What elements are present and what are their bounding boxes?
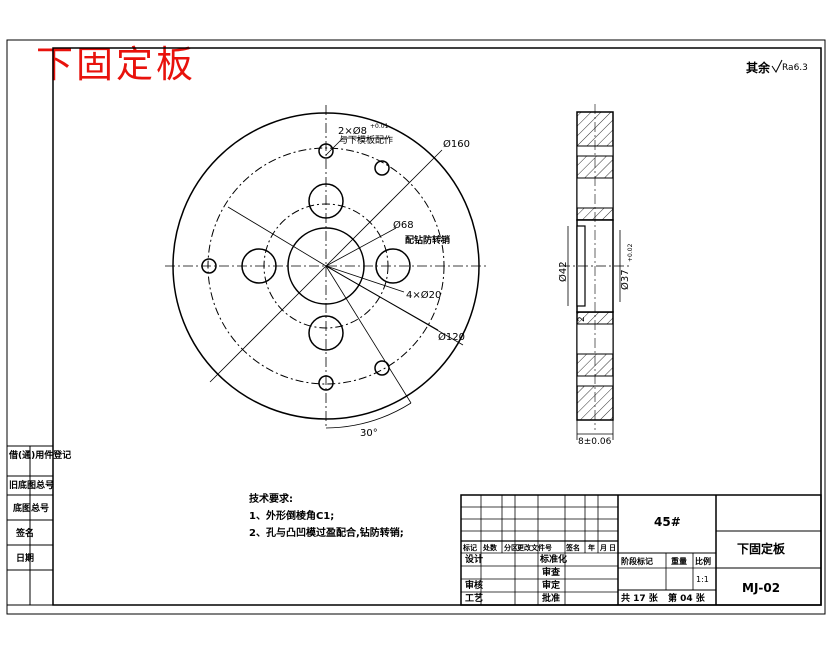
tb-sheets: 共 17 张 <box>621 592 659 604</box>
tech-title: 技术要求: <box>249 492 293 505</box>
dim-dia68: Ø68 <box>393 219 414 231</box>
tb-header-3: 更改文件号 <box>517 543 552 552</box>
side-stamp-column <box>6 445 54 606</box>
dim-dia42: Ø42 <box>557 261 569 282</box>
dim-thickness: 8±0.06 <box>578 437 612 447</box>
dim-dia120: Ø120 <box>438 331 465 343</box>
angle-arc <box>325 402 412 429</box>
dim-dia37-tol: +0.02 <box>627 243 634 262</box>
dim-dia37: Ø37 <box>619 269 631 290</box>
title-block <box>460 494 822 606</box>
hole-note-line2: 与下模板配作 <box>339 134 393 146</box>
roughness-note: 其余 <box>746 60 771 75</box>
leader-pinhole <box>325 137 344 156</box>
tb-row-process: 工艺 <box>465 592 483 604</box>
tb-scale-label: 比例 <box>695 556 711 566</box>
front-view <box>165 105 488 429</box>
side-label-3: 签名 <box>15 527 34 539</box>
tb-header-5: 年 <box>588 543 595 552</box>
tb-header-7: 日 <box>609 544 616 552</box>
leader-dia68 <box>325 227 397 267</box>
pin-hole-upper-right <box>374 160 390 176</box>
dim-dia160: Ø160 <box>443 138 470 150</box>
tb-header-4: 签名 <box>565 543 580 552</box>
tb-part-name: 下固定板 <box>737 541 786 556</box>
hole-note-line1: 2×Ø8 <box>338 125 367 137</box>
tb-scale: 1:1 <box>696 575 709 584</box>
pin-hole-lower-right <box>374 360 390 376</box>
roughness-symbol-icon <box>771 59 783 73</box>
tb-row-review: 审核 <box>465 579 483 591</box>
side-label-2: 底图总号 <box>13 502 49 514</box>
pin-note: 配钻防转销 <box>405 234 450 246</box>
tb-header-1: 处数 <box>482 543 498 552</box>
tb-header-6: 月 <box>599 544 607 552</box>
tb-material: 45# <box>654 515 681 529</box>
leader-dia20 <box>325 265 405 293</box>
tb-row-design: 设计 <box>465 553 483 565</box>
leader-upper-left <box>227 206 327 267</box>
tb-header-2: 分区 <box>504 543 518 552</box>
outer-frame <box>6 39 826 615</box>
leader-dia160-opposite <box>209 265 327 383</box>
tb-part-no: MJ-02 <box>742 581 780 595</box>
tech-item-2: 2、孔与凸凹模过盈配合,钻防转销; <box>249 526 404 539</box>
dim-angle30: 30° <box>360 428 378 439</box>
tb-row-approve: 批准 <box>542 592 560 604</box>
tb-row-standard: 标准化 <box>539 553 567 565</box>
tb-header-0: 标记 <box>462 543 477 552</box>
section-view <box>560 104 630 440</box>
tb-sheet-no: 第 04 张 <box>668 592 706 604</box>
side-label-4: 日期 <box>16 552 34 564</box>
tb-stage: 阶段标记 <box>621 556 653 566</box>
angle-leg <box>325 265 412 404</box>
leader-dia120 <box>325 265 439 331</box>
inner-frame <box>52 47 822 606</box>
tb-weight: 重量 <box>671 556 687 566</box>
hole-note-tol: +0.01 <box>370 123 389 130</box>
side-label-0: 借(通)用件登记 <box>8 449 71 461</box>
dim-4x20: 4×Ø20 <box>406 289 441 301</box>
side-label-1: 旧底图总号 <box>9 479 54 491</box>
drawing-title-red: 下固定板 <box>36 43 196 86</box>
roughness-value: Ra6.3 <box>782 63 808 73</box>
dim-small: 2 <box>577 316 587 322</box>
tech-item-1: 1、外形倒棱角C1; <box>249 509 334 522</box>
leader-dia160 <box>325 149 443 267</box>
tb-row-approve-check: 审查 <box>542 566 561 578</box>
tb-row-audit: 审定 <box>542 579 561 591</box>
